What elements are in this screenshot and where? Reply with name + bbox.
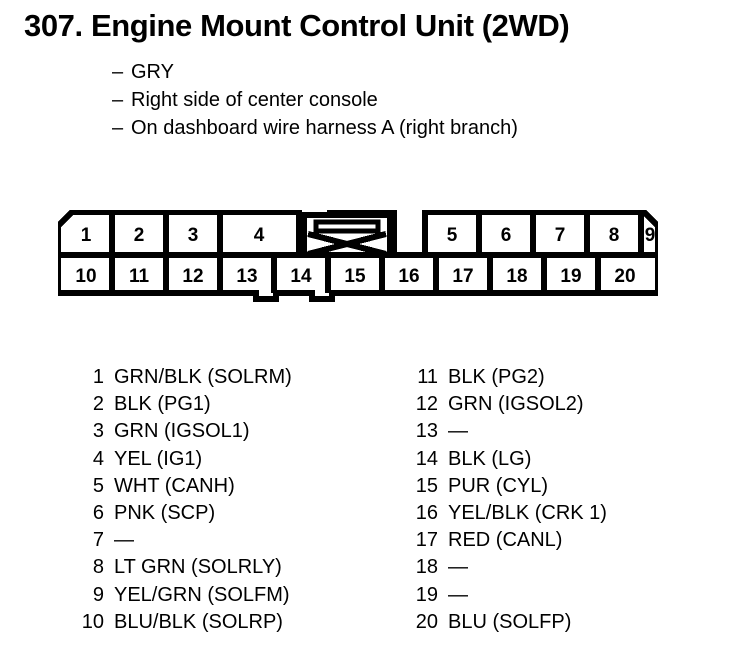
pin-number: 11 xyxy=(417,366,438,388)
detail-item-label: GRY xyxy=(131,61,174,83)
detail-item-location: – Right side of center console xyxy=(112,86,518,114)
pin-row: 4 YEL (IG1) xyxy=(66,446,292,473)
pin-number: 10 xyxy=(81,610,104,633)
connector-cell-10: 10 xyxy=(75,266,96,287)
pin-row: 8 LT GRN (SOLRLY) xyxy=(66,554,292,581)
pin-label: LT GRN (SOLRLY) xyxy=(114,556,282,579)
connector-cell-8: 8 xyxy=(609,225,620,246)
pin-number: 9 xyxy=(92,583,104,606)
connector-cell-7: 7 xyxy=(555,225,566,246)
connector-cell-12: 12 xyxy=(182,266,203,287)
pin-number: 18 xyxy=(415,556,438,579)
pin-number: 12 xyxy=(415,393,438,416)
pin-label: — xyxy=(448,420,468,443)
pin-label: PNK (SCP) xyxy=(114,502,216,525)
pin-number: 6 xyxy=(92,502,104,525)
pin-label: GRN/BLK (SOLRM) xyxy=(114,366,292,388)
connector-cell-1: 1 xyxy=(81,225,92,246)
pin-row: 11 BLK (PG2) xyxy=(400,364,607,391)
connector-cell-18: 18 xyxy=(506,266,527,287)
pin-label: PUR (CYL) xyxy=(448,474,549,497)
pin-number: 2 xyxy=(92,393,104,416)
pin-number: 4 xyxy=(92,447,104,470)
pin-number: 1 xyxy=(92,366,104,388)
connector-cell-5: 5 xyxy=(447,225,458,246)
pin-label: BLK (LG) xyxy=(448,447,532,470)
bullet-dash-icon: – xyxy=(112,61,124,83)
pin-number: 5 xyxy=(92,474,104,497)
pin-row: 9 YEL/GRN (SOLFM) xyxy=(66,582,292,609)
connector-cell-15: 15 xyxy=(344,266,366,287)
pin-label: BLK (PG2) xyxy=(448,366,545,388)
pin-label: — xyxy=(114,529,134,552)
pin-number: 19 xyxy=(415,583,438,606)
connector-cell-17: 17 xyxy=(452,266,473,287)
pin-label: BLU/BLK (SOLRP) xyxy=(114,610,283,633)
connector-cell-4: 4 xyxy=(254,225,265,246)
page-title: 307. Engine Mount Control Unit (2WD) xyxy=(24,8,570,43)
connector-cell-6: 6 xyxy=(501,225,512,246)
connector-cell-20: 20 xyxy=(614,266,635,287)
pin-number: 17 xyxy=(415,529,438,552)
detail-item-label: Right side of center console xyxy=(131,89,378,111)
connector-cell-9: 9 xyxy=(645,225,656,246)
detail-item-label: On dashboard wire harness A (right branc… xyxy=(131,117,518,139)
pin-row: 16 YEL/BLK (CRK 1) xyxy=(400,500,607,527)
pin-row: 3 GRN (IGSOL1) xyxy=(66,418,292,445)
connector-cell-16: 16 xyxy=(398,266,419,287)
pin-number: 8 xyxy=(92,556,104,579)
pin-number: 3 xyxy=(92,420,104,443)
connector-cell-13: 13 xyxy=(236,266,257,287)
detail-item-harness: – On dashboard wire harness A (right bra… xyxy=(112,114,518,142)
pin-row: 17 RED (CANL) xyxy=(400,527,607,554)
connector-cell-14: 14 xyxy=(290,266,312,287)
pin-row: 15 PUR (CYL) xyxy=(400,473,607,500)
pin-row: 18 — xyxy=(400,554,607,581)
pin-number: 14 xyxy=(415,447,438,470)
pin-legend-column-right: 11 BLK (PG2) 12 GRN (IGSOL2) 13 — 14 BLK (LG… xyxy=(400,364,607,636)
bullet-dash-icon: – xyxy=(112,117,124,139)
detail-item-color: – GRY xyxy=(112,58,518,86)
connector-cell-11: 11 xyxy=(129,266,150,287)
pin-label: YEL/GRN (SOLFM) xyxy=(114,583,290,606)
pin-label: GRN (IGSOL1) xyxy=(114,420,250,443)
pin-row: 14 BLK (LG) xyxy=(400,446,607,473)
pin-row: 19 — xyxy=(400,582,607,609)
connector-cell-2: 2 xyxy=(134,225,145,246)
pin-label: YEL/BLK (CRK 1) xyxy=(448,502,607,525)
pin-row: 2 BLK (PG1) xyxy=(66,391,292,418)
pin-number: 20 xyxy=(415,610,438,633)
connector-cell-19: 19 xyxy=(560,266,581,287)
latch-x-icon xyxy=(301,212,393,258)
pin-label: — xyxy=(448,556,468,579)
pin-row: 10 BLU/BLK (SOLRP) xyxy=(66,609,292,636)
detail-list: – GRY – Right side of center console – O… xyxy=(112,58,518,142)
pin-label: BLK (PG1) xyxy=(114,393,211,416)
connector-diagram: 1 2 3 4 5 6 7 8 9 10 11 12 13 14 15 16 1… xyxy=(58,210,658,302)
pin-label: BLU (SOLFP) xyxy=(448,610,572,633)
pin-legend-column-left: 1 GRN/BLK (SOLRM) 2 BLK (PG1) 3 GRN (IGSOL1… xyxy=(66,364,292,636)
pin-label: GRN (IGSOL2) xyxy=(448,393,584,416)
pin-label: YEL (IG1) xyxy=(114,447,203,470)
pin-row: 12 GRN (IGSOL2) xyxy=(400,391,607,418)
pin-row: 6 PNK (SCP) xyxy=(66,500,292,527)
pin-number: 15 xyxy=(415,474,438,497)
pin-row: 13 — xyxy=(400,418,607,445)
pin-number: 7 xyxy=(92,529,104,552)
pin-number: 13 xyxy=(415,420,438,443)
pin-row: 7— xyxy=(66,527,292,554)
pin-number: 16 xyxy=(415,502,438,525)
pin-row: 1 GRN/BLK (SOLRM) xyxy=(66,364,292,391)
pin-label: RED (CANL) xyxy=(448,529,563,552)
pin-row: 5 WHT (CANH) xyxy=(66,473,292,500)
pin-row: 20 BLU (SOLFP) xyxy=(400,609,607,636)
connector-cell-3: 3 xyxy=(188,225,199,246)
pin-label: WHT (CANH) xyxy=(114,474,235,497)
pin-label: — xyxy=(448,583,468,606)
bullet-dash-icon: – xyxy=(112,89,124,111)
